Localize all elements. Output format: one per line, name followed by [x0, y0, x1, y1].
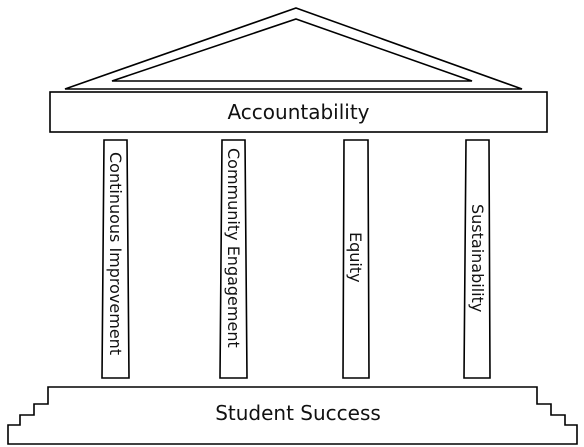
pillar-equity: Equity	[342, 139, 370, 379]
pillar-shape	[342, 139, 370, 379]
pillar-continuous-improvement: Continuous Improvement	[101, 139, 130, 379]
pillar-shape	[463, 139, 491, 379]
pillar-shape	[101, 139, 130, 379]
pillar-label: Equity	[346, 232, 365, 283]
roof-pediment	[64, 7, 523, 90]
pillar-shape	[219, 139, 248, 379]
stepped-base-shape	[7, 386, 578, 445]
pillar-community-engagement: Community Engagement	[219, 139, 248, 379]
accountability-label: Accountability	[227, 100, 369, 124]
foundation-base: Student Success	[7, 386, 578, 445]
pillar-label: Continuous Improvement	[106, 152, 125, 355]
accountability-band: Accountability	[49, 91, 548, 133]
pillar-sustainability: Sustainability	[463, 139, 491, 379]
student-success-label: Student Success	[215, 401, 381, 425]
accountability-box	[49, 91, 548, 133]
pillar-label: Sustainability	[468, 204, 487, 312]
pediment-inner	[111, 18, 473, 82]
pillar-label: Community Engagement	[224, 148, 243, 348]
